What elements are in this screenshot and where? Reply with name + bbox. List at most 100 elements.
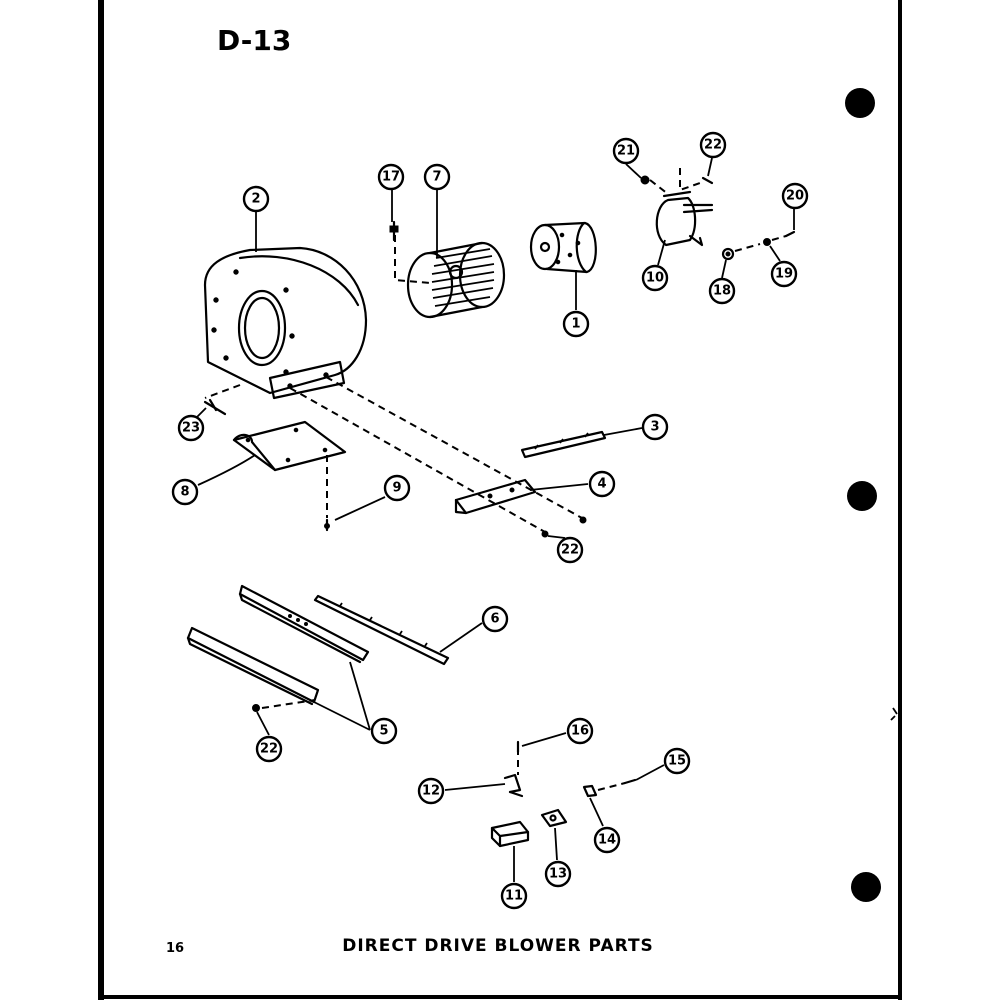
- callout-label-12: 12: [422, 784, 440, 799]
- callout-22-bottom: 22: [255, 735, 283, 763]
- callout-label-4: 4: [597, 477, 606, 492]
- callout-11: 11: [500, 882, 528, 910]
- callout-label-2: 2: [251, 192, 260, 207]
- callout-8: 8: [171, 478, 199, 506]
- callout-20: 20: [781, 182, 809, 210]
- alignment-line-rail-screw: [261, 699, 316, 709]
- left-page-edge: [98, 0, 104, 1000]
- callout-label-3: 3: [650, 420, 659, 435]
- callout-19: 19: [770, 260, 798, 288]
- screw-part-22-top: [701, 176, 714, 185]
- page-title: DIRECT DRIVE BLOWER PARTS: [342, 936, 654, 956]
- callout-2: 2: [242, 185, 270, 213]
- callout-16: 16: [566, 717, 594, 745]
- washer-part: [763, 238, 771, 246]
- set-screw-part: [389, 220, 399, 242]
- leader-22-top: [707, 157, 713, 177]
- leader-22-mid: [547, 535, 566, 539]
- callout-label-19: 19: [775, 267, 793, 282]
- connector-screw-part-15: [623, 778, 637, 785]
- callout-22-middle: 22: [556, 536, 584, 564]
- alignment-line-connector-screw: [597, 782, 626, 791]
- callout-label-22-middle: 22: [561, 543, 579, 558]
- rail-screw-part: [252, 704, 260, 712]
- callout-5: 5: [370, 717, 398, 745]
- callout-4: 4: [588, 470, 616, 498]
- motor-mount-band-part: [655, 190, 714, 247]
- callout-12: 12: [417, 777, 445, 805]
- callout-label-22-bottom: 22: [260, 742, 278, 757]
- clip-part-12: [503, 773, 524, 798]
- grommet-part: [721, 247, 735, 261]
- housing-screw-part: [203, 398, 227, 416]
- plate-screw-part: [324, 518, 330, 532]
- alignment-line-setscrew: [394, 235, 431, 284]
- callout-label-15: 15: [668, 754, 686, 769]
- alignment-line-housing-bracket: [289, 387, 546, 533]
- leader-10: [657, 239, 666, 266]
- callout-label-13: 13: [549, 867, 567, 882]
- callout-label-17: 17: [382, 170, 400, 185]
- callout-label-18: 18: [713, 284, 731, 299]
- leader-21: [625, 163, 642, 179]
- blower-housing-part: [203, 246, 368, 400]
- callout-label-10: 10: [646, 271, 664, 286]
- callout-7: 7: [423, 163, 451, 191]
- callout-9: 9: [383, 474, 411, 502]
- callout-label-6: 6: [490, 612, 499, 627]
- callout-13: 13: [544, 860, 572, 888]
- callout-label-8: 8: [180, 485, 189, 500]
- connector-part-14: [582, 784, 598, 798]
- callout-label-9: 9: [392, 481, 401, 496]
- leader-22-low: [256, 711, 270, 736]
- rail-part-5-lower: [186, 626, 320, 706]
- callout-label-14: 14: [598, 833, 616, 848]
- nut-part-21: [640, 175, 650, 185]
- alignment-line-band-screws: [649, 168, 701, 195]
- leader-23: [195, 407, 207, 419]
- callout-label-5: 5: [379, 724, 388, 739]
- mounting-plate-part: [232, 420, 347, 472]
- callout-18: 18: [708, 277, 736, 305]
- leader-8: [197, 454, 256, 486]
- callout-23: 23: [177, 414, 205, 442]
- callout-21: 21: [612, 137, 640, 165]
- rail-part-5-upper: [238, 584, 370, 664]
- callout-22-top: 22: [699, 131, 727, 159]
- bracket-screws-part-22: [541, 516, 587, 538]
- leader-16: [521, 732, 567, 747]
- callout-label-7: 7: [432, 170, 441, 185]
- callout-label-23: 23: [182, 421, 200, 436]
- blower-wheel-part: [406, 241, 506, 319]
- page-code: D-13: [217, 24, 291, 57]
- alignment-line-housing-screw: [204, 384, 241, 399]
- callout-label-20: 20: [786, 189, 804, 204]
- callout-1: 1: [562, 310, 590, 338]
- leader-3: [603, 427, 643, 436]
- scan-speck: [890, 707, 898, 721]
- callout-label-11: 11: [505, 889, 523, 904]
- leader-12: [444, 783, 506, 791]
- leader-5: [309, 661, 371, 731]
- callout-17: 17: [377, 163, 405, 191]
- capacitor-part: [490, 820, 530, 848]
- page-number: 16: [166, 941, 184, 956]
- callout-3: 3: [641, 413, 669, 441]
- mounting-strip-part: [520, 430, 607, 459]
- alignment-line-washer: [771, 235, 787, 241]
- callout-14: 14: [593, 826, 621, 854]
- leader-9: [334, 496, 386, 521]
- callout-6: 6: [481, 605, 509, 633]
- binder-hole-top: [845, 88, 875, 118]
- leader-4: [529, 483, 589, 491]
- callout-label-22-top: 22: [704, 138, 722, 153]
- mount-screw-part: [784, 230, 796, 238]
- right-page-edge: [898, 0, 902, 1000]
- binder-hole-bottom: [851, 872, 881, 902]
- leader-19: [769, 245, 781, 262]
- leader-18: [721, 259, 727, 279]
- alignment-line-grommet: [734, 243, 761, 252]
- callout-label-21: 21: [617, 144, 635, 159]
